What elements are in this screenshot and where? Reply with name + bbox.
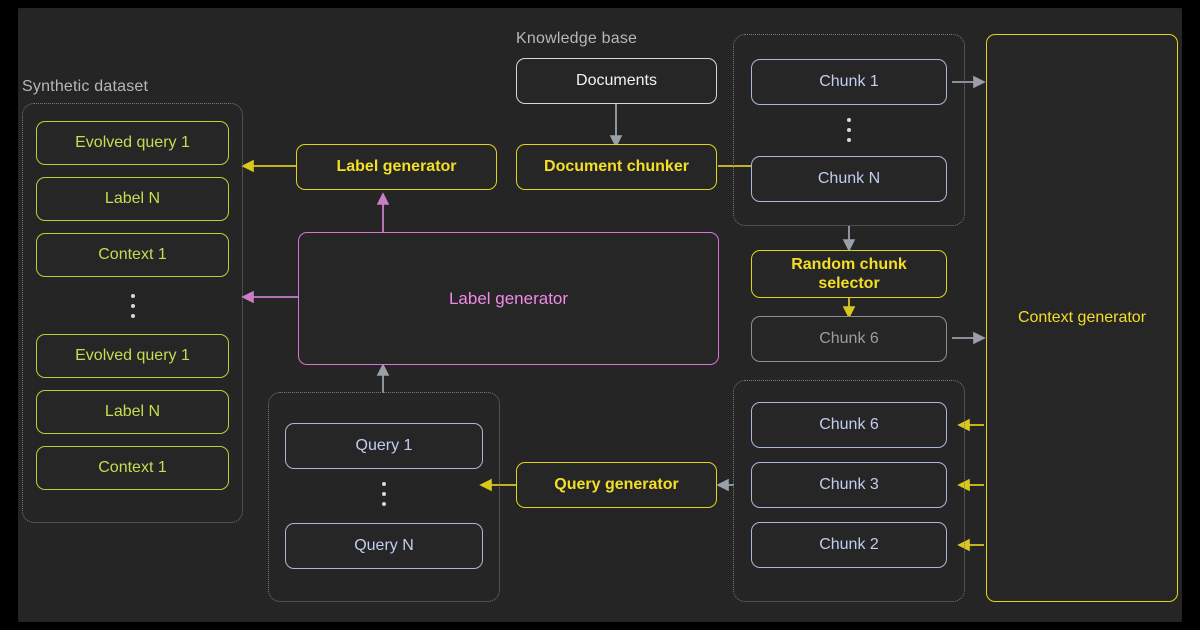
- query-generator-node[interactable]: Query generator: [516, 462, 717, 508]
- random-chunk-selector-line2: selector: [818, 275, 880, 292]
- diagram-canvas: Synthetic dataset Evolved query 1 Label …: [18, 8, 1182, 622]
- retrieved-chunks-group: [733, 380, 965, 602]
- dataset-item-context-1-a[interactable]: Context 1: [36, 233, 229, 277]
- dataset-item-evolved-query-1-a[interactable]: Evolved query 1: [36, 121, 229, 165]
- synthetic-dataset-group: [22, 103, 243, 523]
- context-generator-node[interactable]: Context generator: [986, 34, 1178, 602]
- random-chunk-selector-node[interactable]: Random chunk selector: [751, 250, 947, 298]
- dataset-item-context-1-b[interactable]: Context 1: [36, 446, 229, 490]
- retrieved-chunk-2-node[interactable]: Chunk 2: [751, 522, 947, 568]
- query-n-node[interactable]: Query N: [285, 523, 483, 569]
- label-generator-small-node[interactable]: Label generator: [296, 144, 497, 190]
- selected-chunk-node[interactable]: Chunk 6: [751, 316, 947, 362]
- query-1-node[interactable]: Query 1: [285, 423, 483, 469]
- dataset-item-label-n-b[interactable]: Label N: [36, 390, 229, 434]
- label-generator-big-node[interactable]: Label generator: [298, 232, 719, 365]
- queries-group: [268, 392, 500, 602]
- retrieved-chunk-6-node[interactable]: Chunk 6: [751, 402, 947, 448]
- chunk-1-node[interactable]: Chunk 1: [751, 59, 947, 105]
- chunks-group: [733, 34, 965, 226]
- knowledge-base-title: Knowledge base: [516, 30, 638, 47]
- dataset-vertical-dots: [36, 286, 229, 326]
- dataset-item-label-n-a[interactable]: Label N: [36, 177, 229, 221]
- document-chunker-node[interactable]: Document chunker: [516, 144, 717, 190]
- dataset-item-evolved-query-1-b[interactable]: Evolved query 1: [36, 334, 229, 378]
- documents-node[interactable]: Documents: [516, 58, 717, 104]
- queries-vertical-dots: [285, 476, 483, 512]
- synthetic-dataset-title: Synthetic dataset: [22, 78, 149, 95]
- retrieved-chunk-3-node[interactable]: Chunk 3: [751, 462, 947, 508]
- chunk-n-node[interactable]: Chunk N: [751, 156, 947, 202]
- chunks-vertical-dots: [751, 112, 947, 148]
- random-chunk-selector-line1: Random chunk: [791, 255, 907, 273]
